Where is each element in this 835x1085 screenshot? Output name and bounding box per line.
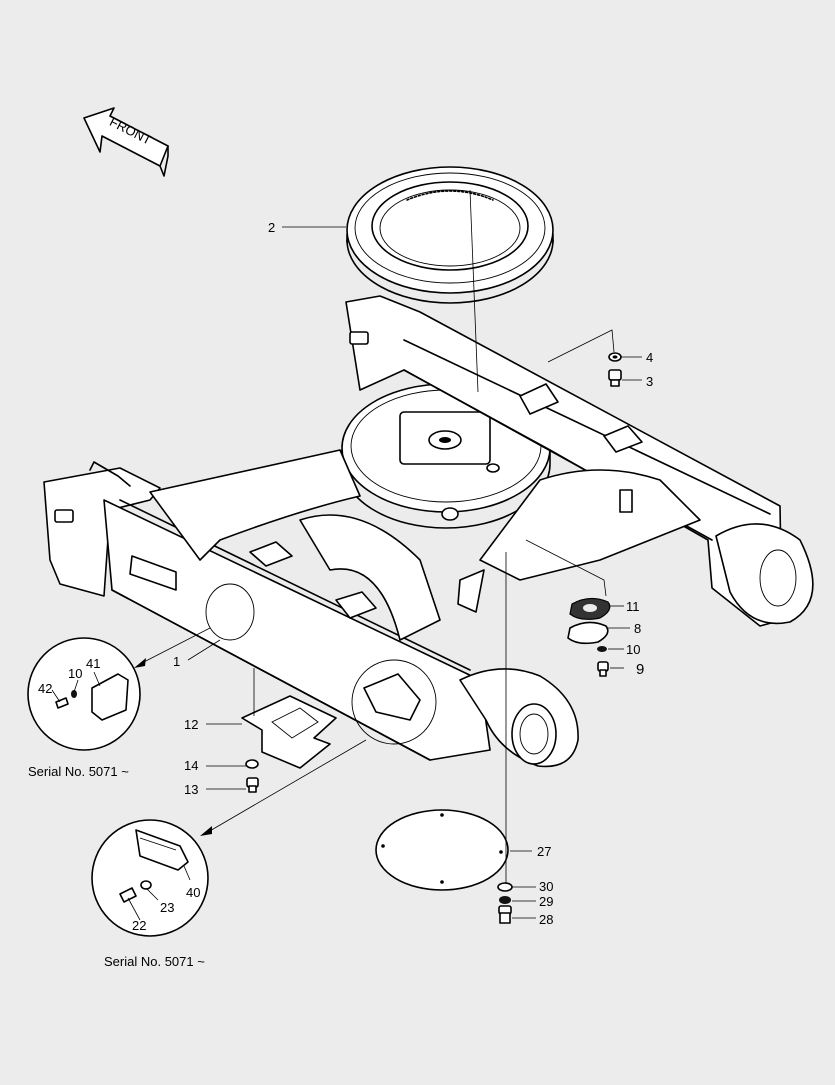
label-13: 13 xyxy=(184,782,198,797)
label-11: 11 xyxy=(626,599,640,614)
label-14: 14 xyxy=(184,758,198,773)
label-9: 9 xyxy=(636,661,644,678)
label-10-detail: 10 xyxy=(68,666,82,681)
washer-part-30 xyxy=(497,882,513,892)
detail-callout-arrows xyxy=(134,627,367,836)
washer-part-29 xyxy=(499,896,511,904)
label-3: 3 xyxy=(646,374,653,389)
label-12: 12 xyxy=(184,717,198,732)
plate-part-8 xyxy=(567,621,609,645)
label-4: 4 xyxy=(646,350,653,365)
serial-note-a: Serial No. 5071 ~ xyxy=(28,764,129,779)
washer-part-10 xyxy=(597,646,607,652)
idler-end-bracket xyxy=(459,668,579,768)
detail-marker-upper xyxy=(205,583,255,641)
bolt-part-9 xyxy=(597,661,609,677)
label-2: 2 xyxy=(268,220,275,235)
label-29: 29 xyxy=(539,894,553,909)
label-10-right: 10 xyxy=(626,642,640,657)
bolt-part-13 xyxy=(246,777,259,793)
label-8: 8 xyxy=(634,621,641,636)
leader-lines xyxy=(51,189,642,921)
part-12-bracket xyxy=(241,695,337,769)
label-30: 30 xyxy=(539,879,553,894)
swing-bearing-ring xyxy=(346,166,554,304)
label-42: 42 xyxy=(38,681,52,696)
frame-cross-members xyxy=(149,449,701,641)
plate-part-11 xyxy=(569,597,611,620)
cover-plate-part-27 xyxy=(375,809,509,891)
label-41: 41 xyxy=(86,656,100,671)
right-track-frame xyxy=(345,295,814,627)
label-40: 40 xyxy=(186,885,200,900)
label-28: 28 xyxy=(539,912,553,927)
label-22: 22 xyxy=(132,918,146,933)
front-arrow-icon: FRONT xyxy=(83,107,169,177)
bolt-part-3 xyxy=(608,369,622,387)
label-27: 27 xyxy=(537,844,551,859)
frame-hooks xyxy=(129,383,643,721)
detail-view-a xyxy=(27,637,141,751)
part-number-labels: 2 4 3 11 8 10 9 1 12 14 13 27 30 29 28 4… xyxy=(38,220,653,933)
label-23: 23 xyxy=(160,900,174,915)
detail-marker-lower xyxy=(351,659,437,745)
detail-view-b xyxy=(91,819,209,937)
serial-note-b: Serial No. 5071 ~ xyxy=(104,954,205,969)
washer-part-14 xyxy=(245,759,259,769)
bolt-part-28 xyxy=(498,905,512,924)
label-1: 1 xyxy=(173,654,180,669)
nut-part-4 xyxy=(608,352,622,362)
